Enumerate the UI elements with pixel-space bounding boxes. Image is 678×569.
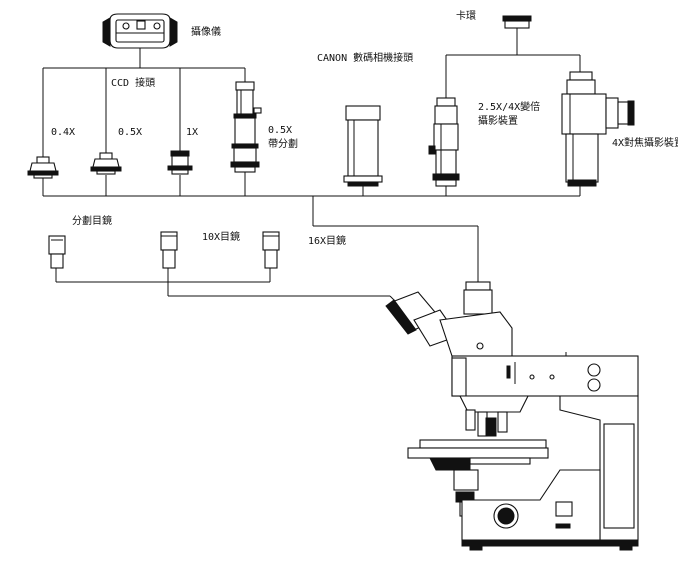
connector-lines [42,28,581,305]
label-eyepiece-16x: 16X目鏡 [308,234,346,247]
label-adapter-05x: 0.5X [118,127,142,138]
canon-adapter [343,105,383,187]
label-ccd-adapter: CCD 接頭 [111,76,155,89]
labels: 攝像儀 CCD 接頭 0.4X 0.5X 1X 0.5X 帶分劃 卡環 CANO… [51,9,678,247]
label-canon-adapter: CANON 數碼相機接頭 [317,51,413,64]
label-adapter-1x: 1X [186,127,198,138]
label-eyepiece-10x: 10X目鏡 [202,230,240,243]
microscope [385,281,639,551]
label-reticle-eyepiece: 分劃目鏡 [72,214,112,227]
c-mount-ring [502,15,532,29]
label-adapter-05x-reticle-line2: 帶分劃 [268,137,298,150]
label-zoom-photo-line1: 2.5X/4X變倍 [478,100,540,113]
reticle-eyepiece [48,235,66,269]
focus-photo-device [561,71,635,187]
label-c-mount-ring: 卡環 [456,9,476,22]
adapter-1x [167,150,193,175]
label-camera: 攝像儀 [191,25,221,38]
eyepiece-10x-right [262,231,280,269]
zoom-photo-device [428,97,460,187]
label-adapter-04x: 0.4X [51,127,75,138]
adapter-05x [90,152,122,175]
adapter-04x [27,156,59,179]
ccd-camera [102,13,178,49]
label-focus-photo: 4X對焦攝影裝置 [612,136,678,149]
label-adapter-05x-reticle-line1: 0.5X [268,125,292,136]
adapter-05x-reticle [230,81,262,173]
label-zoom-photo-line2: 攝影裝置 [478,114,518,127]
eyepiece-10x-left [160,231,178,269]
